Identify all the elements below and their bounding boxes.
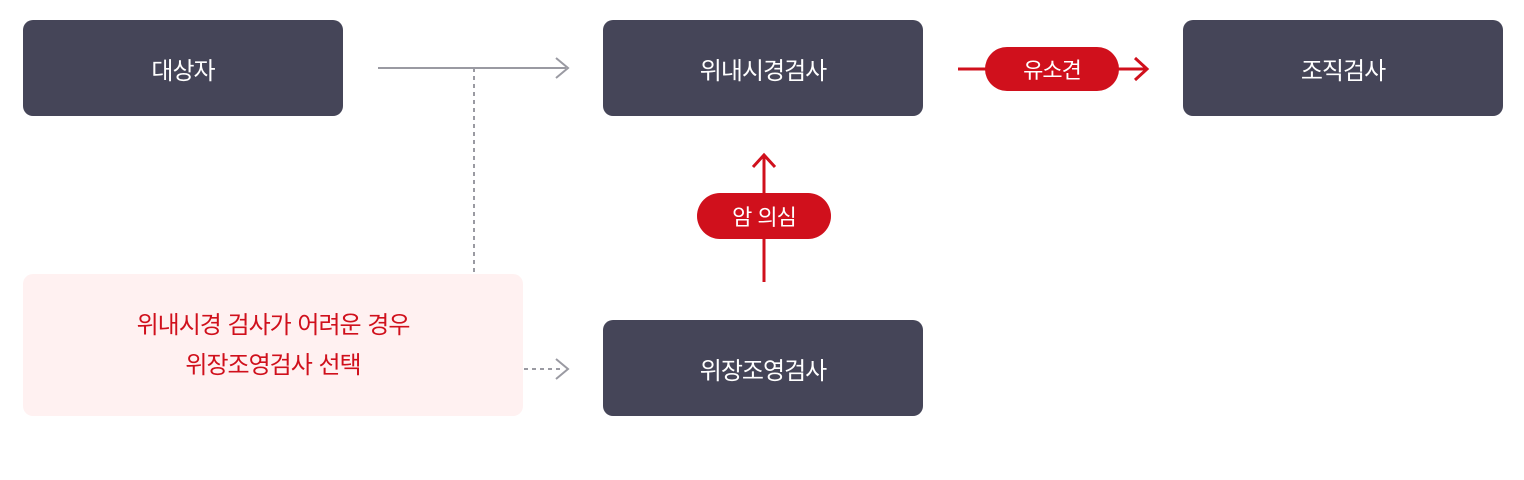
- node-ugi: 위장조영검사: [603, 320, 923, 416]
- dotted-arrow-note-to-ugi: [524, 358, 570, 380]
- note-line-2: 위장조영검사 선택: [185, 351, 361, 379]
- node-endoscopy-label: 위내시경검사: [699, 56, 827, 85]
- edge-label-suspect: 암 의심: [697, 193, 831, 239]
- note-line-1: 위내시경 검사가 어려운 경우: [136, 311, 411, 339]
- node-biopsy-label: 조직검사: [1300, 56, 1386, 85]
- node-target-label: 대상자: [151, 56, 215, 85]
- node-biopsy: 조직검사: [1183, 20, 1503, 116]
- edge-label-suspect-text: 암 의심: [732, 206, 797, 231]
- node-endoscopy: 위내시경검사: [603, 20, 923, 116]
- edge-label-finding-text: 유소견: [1023, 59, 1082, 84]
- node-target: 대상자: [23, 20, 343, 116]
- alternative-note: 위내시경 검사가 어려운 경우 위장조영검사 선택: [23, 274, 523, 416]
- edge-label-finding: 유소견: [985, 47, 1119, 91]
- arrow-target-to-endoscopy: [378, 57, 570, 79]
- node-ugi-label: 위장조영검사: [699, 356, 827, 385]
